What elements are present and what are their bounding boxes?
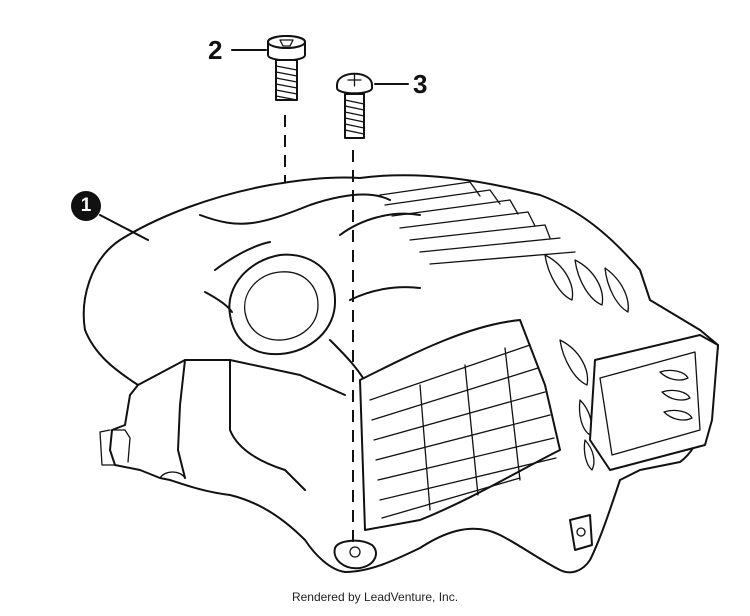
side-vents	[544, 254, 629, 471]
footer-credit: Rendered by LeadVenture, Inc.	[291, 590, 459, 604]
top-grille	[379, 181, 576, 265]
engine-cover	[82, 174, 719, 574]
callout-3-label: 3	[413, 69, 428, 99]
rear-duct	[589, 334, 719, 471]
leader-line-1	[99, 214, 149, 241]
front-grille	[359, 319, 561, 531]
callout-1-badge: 1	[71, 191, 101, 221]
socket-head-screw	[267, 35, 306, 101]
pan-head-screw	[336, 72, 373, 139]
callout-2-label: 2	[208, 35, 223, 65]
